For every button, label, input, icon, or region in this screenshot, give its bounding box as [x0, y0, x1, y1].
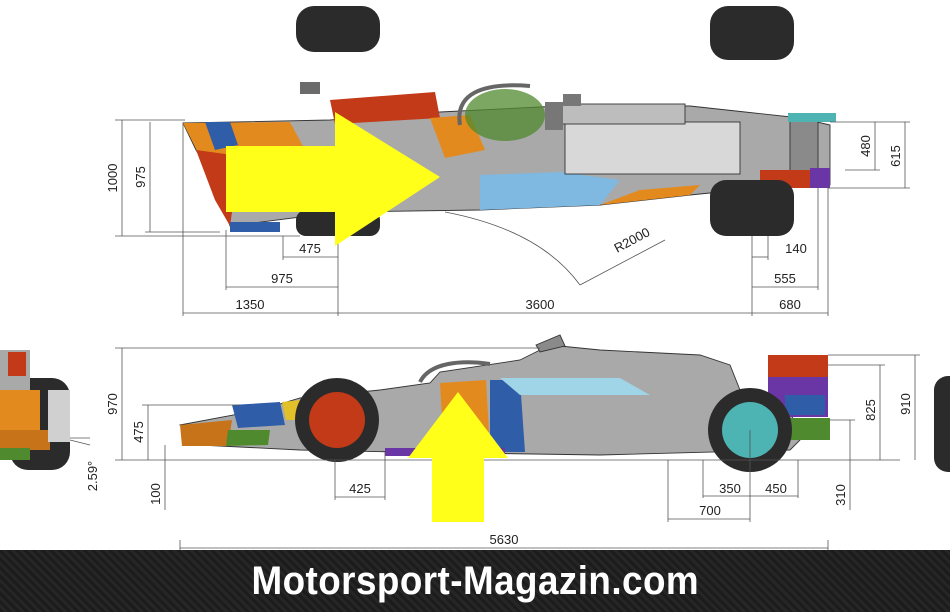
diffuser-purple: [810, 168, 830, 188]
camera-pod: [545, 102, 563, 130]
dim-5630: 5630: [490, 532, 519, 547]
dim-975-vertical: 975: [133, 166, 148, 188]
dim-425: 425: [349, 481, 371, 496]
side-rear-wing-red: [768, 355, 828, 377]
floor-orange: [600, 185, 700, 205]
side-halo: [418, 360, 491, 384]
dim-350: 350: [719, 481, 741, 496]
dim-555: 555: [774, 271, 796, 286]
car-technical-drawing: 1000 975 475 975 1350 3600 680 555 140 R…: [0, 6, 950, 550]
front-view-green: [0, 448, 30, 460]
side-dimension-lines: [115, 347, 920, 550]
rear-tire-top: [710, 6, 794, 60]
watermark-text: Motorsport-Magazin.com: [251, 558, 699, 603]
dim-100: 100: [148, 483, 163, 505]
mirror: [563, 94, 581, 106]
side-floor-blue: [490, 380, 525, 452]
highlight-arrow-up: [408, 392, 508, 522]
dim-475-side: 475: [131, 421, 146, 443]
dim-1000: 1000: [105, 164, 120, 193]
dim-450: 450: [765, 481, 787, 496]
airbox: [559, 103, 686, 125]
right-cropped-tire: [934, 376, 950, 472]
top-view: 1000 975 475 975 1350 3600 680 555 140 R…: [105, 6, 910, 316]
small-part: [300, 82, 320, 94]
side-teal-panel: [500, 378, 650, 395]
side-rear-wing-blue: [785, 395, 825, 415]
side-view: 970 475 100 425 350 450 700 5630 310 825…: [105, 334, 920, 550]
side-airbox: [535, 334, 566, 353]
dim-3600: 3600: [526, 297, 555, 312]
front-view-plate: [48, 390, 70, 442]
dim-r2000: R2000: [611, 224, 652, 255]
cockpit-seat: [465, 89, 545, 141]
sidepod-red: [330, 92, 440, 124]
dim-475-top: 475: [299, 241, 321, 256]
rear-wing-teal: [788, 113, 836, 122]
rear-tire-bottom: [710, 180, 794, 236]
front-view-orange: [0, 390, 40, 430]
dim-825: 825: [863, 399, 878, 421]
floor-blue: [480, 172, 620, 210]
side-front-wing-blue: [232, 402, 285, 428]
dim-1350: 1350: [236, 297, 265, 312]
small-blue-part: [230, 222, 280, 232]
endplate-blue: [205, 122, 238, 150]
front-view-red: [8, 352, 26, 376]
front-tire-top: [296, 6, 380, 52]
dim-975-horizontal: 975: [271, 271, 293, 286]
dim-700: 700: [699, 503, 721, 518]
dim-970: 970: [105, 393, 120, 415]
side-front-rim: [309, 392, 365, 448]
rake-angle-label: 2.59°: [85, 461, 100, 492]
watermark-banner: Motorsport-Magazin.com: [0, 550, 950, 612]
halo: [457, 83, 531, 126]
front-view-partial: 2.59°: [0, 350, 100, 491]
highlight-arrow-right: [226, 112, 440, 246]
side-front-wing-orange: [180, 420, 232, 446]
dim-310: 310: [833, 484, 848, 506]
front-view-wing: [0, 430, 50, 450]
dim-140: 140: [785, 241, 807, 256]
side-rear-green: [790, 418, 830, 440]
engine-cover: [564, 121, 741, 175]
dim-910: 910: [898, 393, 913, 415]
top-dimension-lines: [115, 119, 910, 316]
dim-680: 680: [779, 297, 801, 312]
dim-480: 480: [858, 135, 873, 157]
side-front-wing-green: [226, 430, 270, 446]
dim-615: 615: [888, 145, 903, 167]
